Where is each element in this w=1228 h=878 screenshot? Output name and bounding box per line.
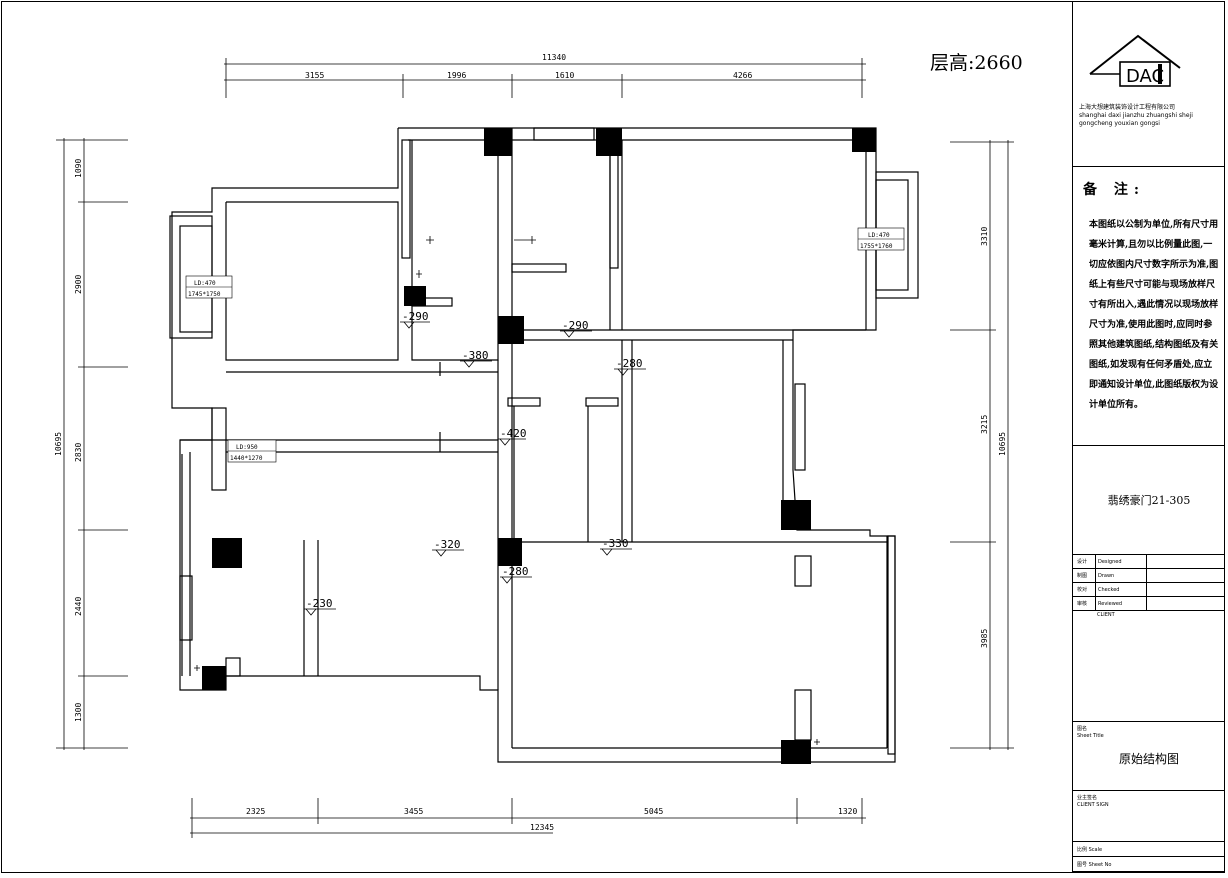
left-dim-3: 2830 (74, 443, 83, 462)
window-tag-1-ld: LD:470 (194, 280, 216, 287)
window-tag-3-ld: LD:950 (236, 444, 258, 451)
dac-logo: DAC (1089, 34, 1181, 87)
level-mark-3: -380 (462, 349, 489, 362)
level-mark-2: -290 (562, 319, 589, 332)
right-dim-1: 3310 (980, 227, 989, 246)
top-dim-4: 4266 (733, 71, 752, 80)
window-tag-1-size: 1745*1750 (188, 291, 221, 298)
bottom-dim-2: 3455 (404, 807, 423, 816)
sheet-title-label: 图名 Sheet Title (1077, 726, 1104, 739)
bottom-dim-4: 1320 (838, 807, 857, 816)
logo-text: DAC (1126, 66, 1164, 87)
top-dimension-lines (224, 58, 866, 98)
left-dim-2: 2900 (74, 275, 83, 294)
left-dim-5: 1300 (74, 703, 83, 722)
right-dim-3: 3985 (980, 629, 989, 648)
client-label: CLIENT (1097, 612, 1115, 618)
walls (169, 127, 919, 763)
bottom-dim-1: 2325 (246, 807, 265, 816)
pipe-markers (194, 236, 820, 745)
level-mark-5: -420 (500, 427, 527, 440)
top-dim-2: 1996 (447, 71, 466, 80)
bottom-dimension-lines (190, 798, 866, 838)
window-tag-1: LD:470 1745*1750 (185, 275, 233, 299)
project-name: 翡绣豪门21-305 (1073, 446, 1225, 555)
client-sign-label: 业主签名 CLIENT SIGN (1077, 795, 1109, 808)
client-sign-section: 业主签名 CLIENT SIGN (1073, 791, 1225, 842)
window-tag-3: LD:950 1440*1270 (227, 439, 277, 463)
company-name-cn: 上海大想建筑装饰设计工程有限公司 (1079, 104, 1176, 111)
right-dimension-lines (950, 140, 1014, 750)
ceiling-height-label: 层高:2660 (930, 52, 1023, 74)
company-name-en-1: shanghai daxi jianzhu zhuangshi sheji (1079, 112, 1193, 119)
level-mark-4: -280 (616, 357, 643, 370)
level-mark-8: -280 (502, 565, 529, 578)
structural-columns (202, 128, 876, 764)
notes-body: 本图纸以公制为单位,所有尺寸用毫米计算,且勿以比例量此图,一切应依图内尺寸数字所… (1089, 220, 1219, 410)
notes-title: 备 注: (1083, 182, 1146, 198)
level-mark-1: -290 (402, 310, 429, 323)
notes-section: 备 注: 本图纸以公制为单位,所有尺寸用毫米计算,且勿以比例量此图,一切应依图内… (1073, 167, 1225, 446)
level-mark-7: -330 (602, 537, 629, 550)
sheet-title: 原始结构图 (1118, 752, 1179, 766)
left-dimension-lines (56, 138, 128, 750)
bottom-total-dim: 12345 (530, 823, 554, 832)
level-mark-9: -230 (306, 597, 333, 610)
title-block-logo-area: 上海大想建筑装饰设计工程有限公司 shanghai daxi jianzhu z… (1073, 2, 1225, 167)
left-dim-4: 2440 (74, 597, 83, 616)
company-info: 上海大想建筑装饰设计工程有限公司 shanghai daxi jianzhu z… (1079, 104, 1223, 128)
client-section: CLIENT (1073, 609, 1225, 722)
window-tag-2-ld: LD:470 (868, 232, 890, 239)
level-mark-6: -320 (434, 538, 461, 551)
level-markers (304, 321, 646, 616)
left-dim-1: 1090 (74, 159, 83, 178)
top-dim-3: 1610 (555, 71, 574, 80)
window-tag-2-size: 1755*1760 (860, 243, 893, 250)
top-total-dim: 11340 (542, 53, 566, 62)
right-total-dim: 10695 (998, 432, 1007, 456)
right-dim-2: 3215 (980, 415, 989, 434)
title-block: 上海大想建筑装饰设计工程有限公司 shanghai daxi jianzhu z… (1072, 2, 1225, 872)
sheet-no-row: 图号 Sheet No (1073, 857, 1225, 872)
left-total-dim: 10695 (54, 432, 63, 456)
scale-row: 比例 Scale (1073, 842, 1225, 857)
company-name-en-2: gongcheng youxian gongsi (1079, 120, 1160, 127)
window-tag-3-size: 1440*1270 (230, 455, 263, 462)
window-tag-2: LD:470 1755*1760 (857, 227, 905, 251)
bottom-dim-3: 5045 (644, 807, 663, 816)
top-dim-1: 3155 (305, 71, 324, 80)
sheet-title-section: 图名 Sheet Title 原始结构图 (1073, 722, 1225, 791)
